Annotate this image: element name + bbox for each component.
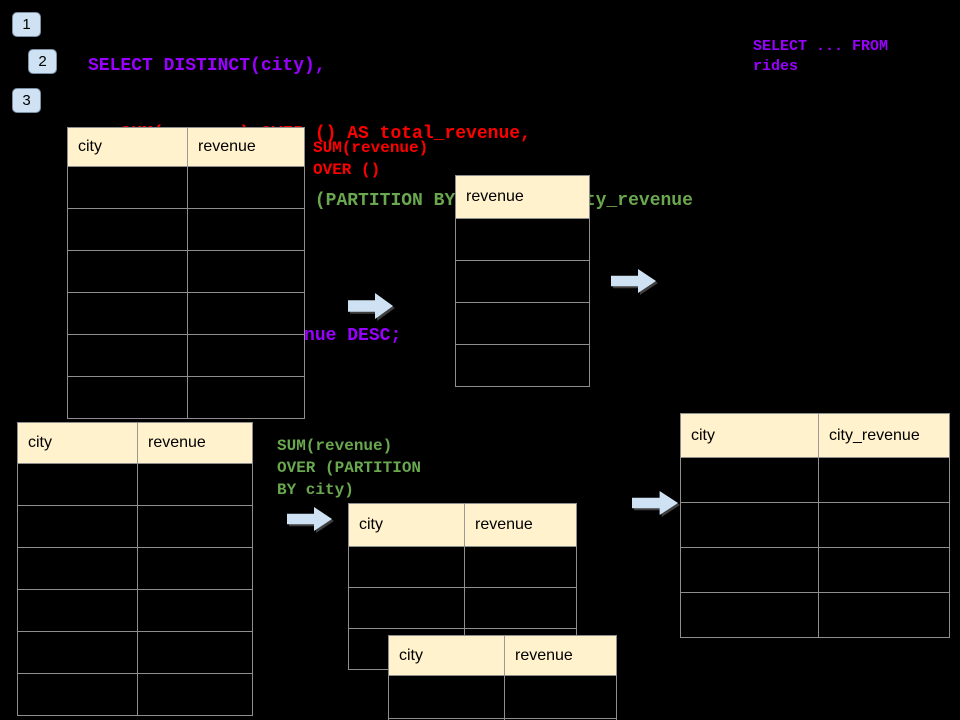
table-row bbox=[18, 547, 252, 589]
table-row bbox=[349, 587, 576, 628]
table-body bbox=[389, 676, 616, 720]
table-row bbox=[681, 547, 949, 592]
table-row bbox=[456, 219, 589, 260]
table-result-city-revenue: city city_revenue bbox=[680, 413, 950, 638]
arrow-right-icon bbox=[287, 507, 332, 531]
table-row bbox=[68, 292, 304, 334]
table-body bbox=[681, 458, 949, 637]
annotation-sum-over-total: SUM(revenue) OVER () bbox=[313, 139, 429, 179]
table-body bbox=[68, 167, 304, 418]
table-partition-front: city revenue bbox=[388, 635, 617, 720]
table-row bbox=[18, 631, 252, 673]
column-header-revenue: revenue bbox=[466, 188, 524, 205]
column-header-city: city bbox=[691, 426, 715, 444]
annotation-select-from-rides: SELECT ... FROM rides bbox=[753, 38, 889, 75]
table-row bbox=[68, 334, 304, 376]
arrow-right-icon bbox=[348, 293, 393, 319]
step-badge-1-label: 1 bbox=[22, 16, 31, 33]
column-header-revenue: revenue bbox=[464, 504, 576, 546]
table-row bbox=[68, 376, 304, 418]
step-badge-3-label: 3 bbox=[22, 92, 31, 109]
annotation-sum-over-partition: SUM(revenue) OVER (PARTITION BY city) bbox=[277, 437, 422, 499]
step-badge-2-label: 2 bbox=[38, 53, 47, 70]
table-row bbox=[18, 464, 252, 505]
table-row bbox=[68, 208, 304, 250]
table-row bbox=[68, 167, 304, 208]
table-row bbox=[681, 502, 949, 547]
table-row bbox=[456, 302, 589, 344]
step-badge-3: 3 bbox=[12, 88, 41, 113]
table-row bbox=[456, 260, 589, 302]
column-header-city: city bbox=[28, 434, 52, 451]
column-header-revenue: revenue bbox=[504, 636, 616, 675]
table-row bbox=[456, 344, 589, 386]
table-source-rides-bottom: city revenue bbox=[17, 422, 253, 716]
table-partition-back: city revenue bbox=[348, 503, 577, 670]
table-body bbox=[456, 219, 589, 386]
arrow-right-icon bbox=[632, 491, 678, 515]
table-row bbox=[389, 676, 616, 718]
step-badge-2: 2 bbox=[28, 49, 57, 74]
table-row bbox=[681, 592, 949, 637]
table-row bbox=[68, 250, 304, 292]
sql-line-select: SELECT DISTINCT(city), bbox=[88, 56, 326, 76]
table-row bbox=[18, 589, 252, 631]
table-row bbox=[349, 547, 576, 587]
table-body bbox=[18, 464, 252, 715]
column-header-city: city bbox=[399, 646, 423, 664]
table-row bbox=[681, 458, 949, 502]
table-source-rides-top: city revenue bbox=[67, 127, 305, 419]
column-header-city-revenue: city_revenue bbox=[818, 414, 949, 457]
column-header-city: city bbox=[78, 138, 102, 155]
step-badge-1: 1 bbox=[12, 12, 41, 37]
table-row bbox=[18, 673, 252, 715]
column-header-city: city bbox=[359, 516, 383, 533]
column-header-revenue: revenue bbox=[137, 423, 252, 463]
arrow-right-icon bbox=[611, 269, 656, 293]
table-row bbox=[18, 505, 252, 547]
column-header-revenue: revenue bbox=[187, 128, 304, 166]
table-total-revenue: revenue bbox=[455, 175, 590, 387]
